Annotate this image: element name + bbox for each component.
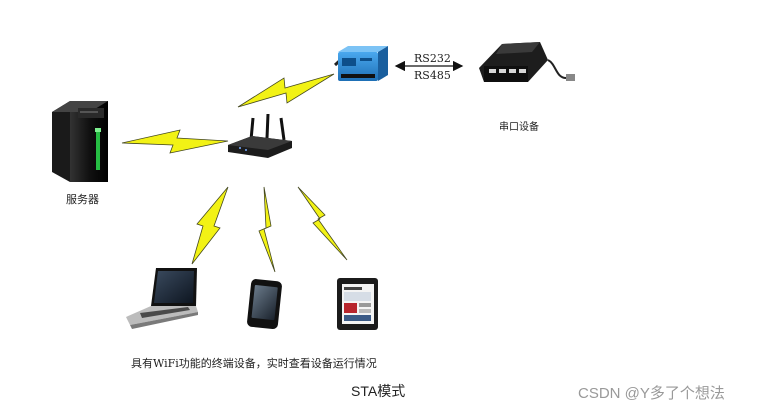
tablet-icon <box>337 278 378 330</box>
mode-title: STA模式 <box>351 383 406 399</box>
rs232-label: RS232 <box>414 52 451 65</box>
terminal-devices-description: 具有WiFi功能的终端设备，实时查看设备运行情况 <box>131 357 377 370</box>
laptop-icon <box>126 268 198 329</box>
serial-device-icon <box>479 42 575 82</box>
serial-module-icon <box>333 46 388 81</box>
wireless-link-icon <box>121 73 348 273</box>
watermark: CSDN @Y多了个想法 <box>578 385 725 402</box>
server-icon <box>52 101 108 182</box>
serial-device-label: 串口设备 <box>499 122 539 133</box>
rs485-label: RS485 <box>414 69 451 82</box>
server-label: 服务器 <box>66 193 99 206</box>
phone-icon <box>247 279 282 330</box>
router-icon <box>228 113 292 158</box>
